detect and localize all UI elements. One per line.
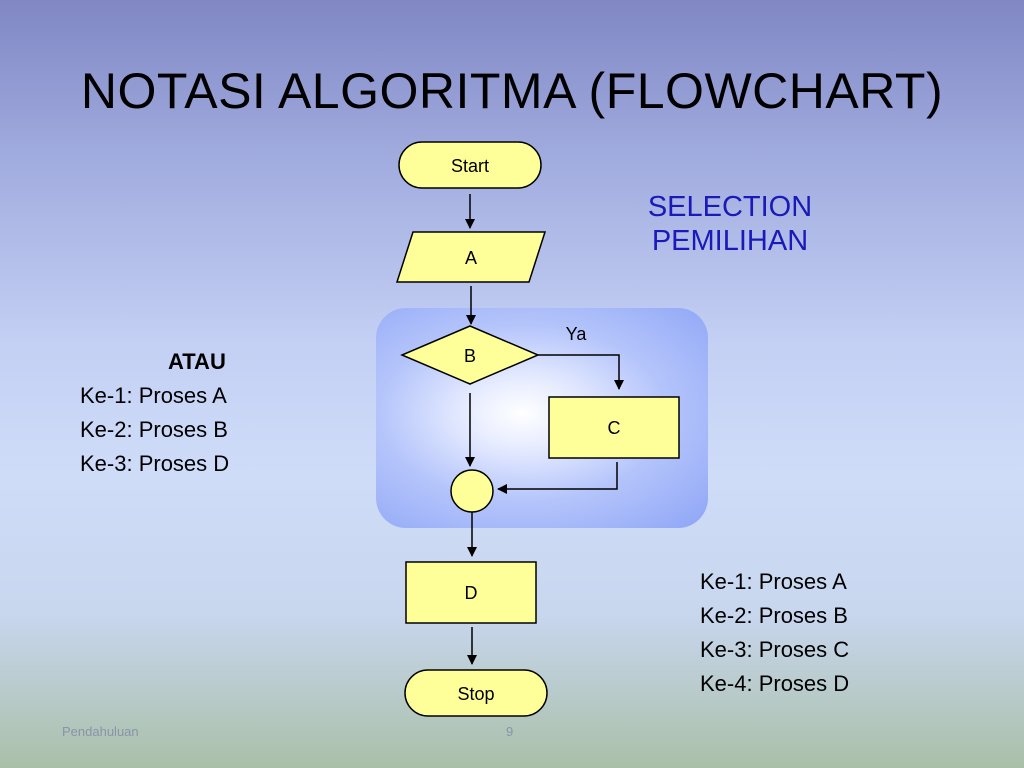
process-d-label: D: [465, 583, 478, 603]
arrow-b-yes-to-c: [538, 354, 624, 390]
process-c-box: [548, 396, 680, 459]
input-a-parallelogram: [395, 231, 547, 283]
yes-branch-label: Ya: [566, 324, 588, 344]
decision-b-diamond: [400, 325, 540, 385]
selection-label-line2: PEMILIHAN: [651, 225, 809, 257]
yes-step-2: Ke-2: Proses B: [700, 603, 848, 628]
selection-label-line1: SELECTION: [647, 191, 813, 223]
decision-b-label: B: [464, 346, 476, 366]
arrow-c-to-connector: [497, 462, 618, 494]
footer-section-label: Pendahuluan: [62, 724, 139, 739]
atau-step-2: Ke-2: Proses B: [80, 417, 228, 442]
yes-step-4: Ke-4: Proses D: [700, 671, 850, 696]
process-d-box: [405, 561, 537, 624]
start-label: Start: [451, 156, 489, 176]
yes-step-3: Ke-3: Proses C: [700, 637, 850, 662]
process-c-label: C: [608, 418, 621, 438]
yes-step-1: Ke-1: Proses A: [700, 569, 847, 594]
stop-label: Stop: [457, 684, 494, 704]
atau-heading: ATAU: [168, 349, 226, 374]
footer-page-number: 9: [506, 724, 514, 739]
input-a-label: A: [465, 248, 477, 268]
yes-sequence-block: Ke-1: Proses A Ke-2: Proses B Ke-3: Pros…: [700, 565, 849, 701]
slide-title: NOTASI ALGORITMA (FLOWCHART): [80, 63, 944, 119]
selection-label: SELECTION PEMILIHAN: [620, 190, 840, 258]
start-terminal: [398, 141, 542, 189]
merge-connector-circle: [450, 469, 494, 513]
atau-sequence-block: ATAU Ke-1: Proses A Ke-2: Proses B Ke-3:…: [80, 345, 229, 481]
atau-step-3: Ke-3: Proses D: [80, 451, 230, 476]
atau-step-1: Ke-1: Proses A: [80, 383, 227, 408]
stop-terminal: [404, 669, 548, 717]
